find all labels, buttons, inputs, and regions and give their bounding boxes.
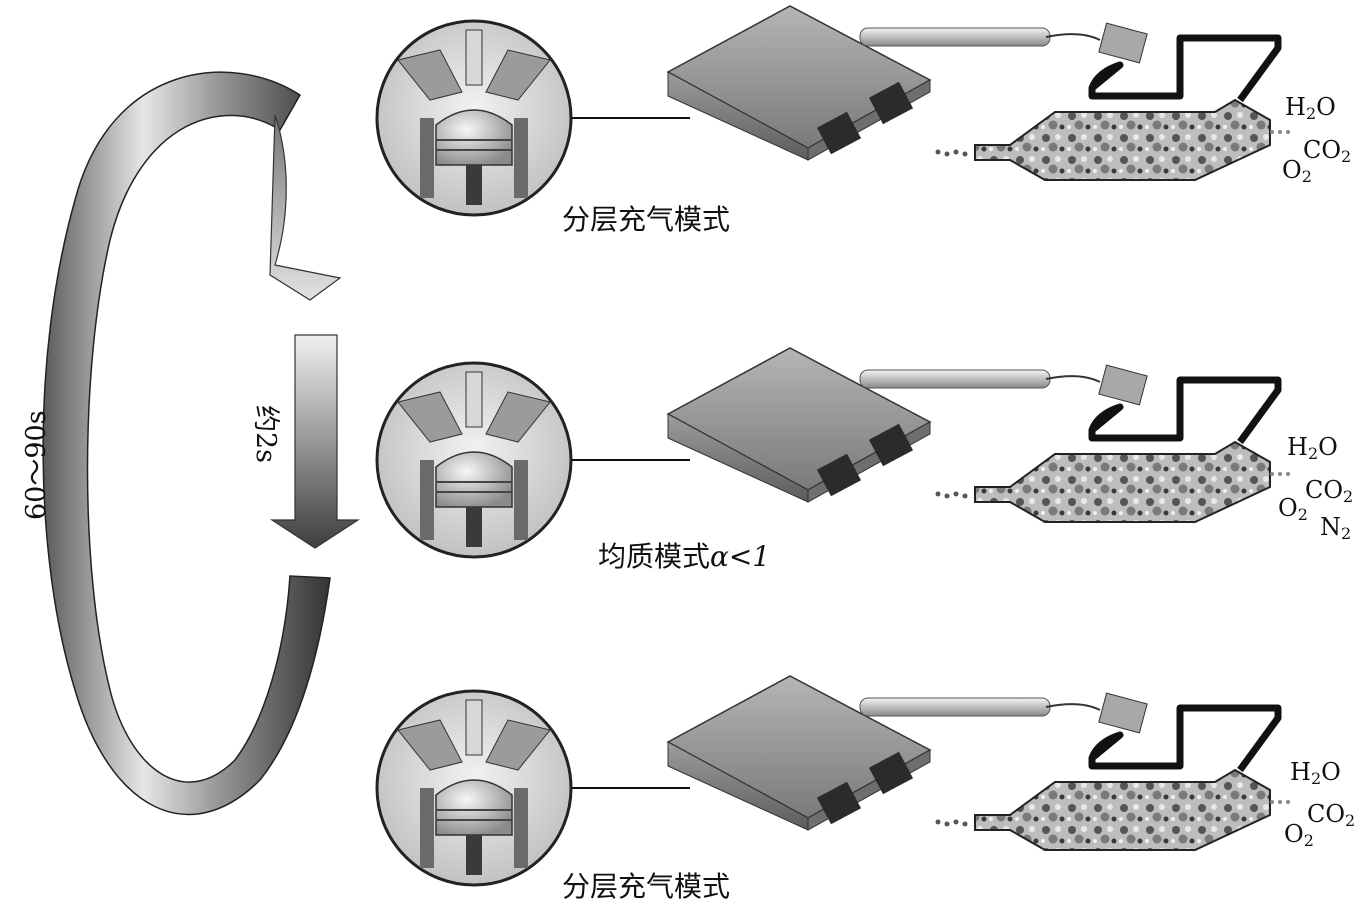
row2-caption-text: 均质模式 — [598, 540, 711, 573]
row2-exhaust-hose — [1088, 376, 1282, 445]
row2-gas-o2: O2 — [1278, 494, 1308, 524]
cycle-ring — [42, 71, 342, 816]
row3-sensor — [1098, 692, 1148, 734]
row3-caption-text: 分层充气模式 — [562, 870, 731, 903]
row3-caption: 分层充气模式 — [562, 865, 730, 905]
row2-gas-h2o: H2O — [1287, 433, 1338, 463]
cycle-duration-label: 60～90s — [21, 410, 52, 520]
row1-gas-co2: CO2 — [1303, 136, 1352, 166]
row2-caption: 均质模式α<1 — [598, 535, 770, 575]
row1-caption: 分层充气模式 — [562, 198, 730, 238]
switch-arrow — [269, 334, 361, 549]
row1-ecu-unit — [666, 5, 932, 161]
row2-group — [375, 347, 1290, 559]
row2-caption-suffix: α<1 — [710, 540, 771, 573]
row2-cable — [859, 369, 1051, 389]
row2-engine-cylinder — [375, 361, 573, 559]
row2-gas-co2: CO2 — [1305, 476, 1354, 506]
row3-cable — [859, 697, 1051, 717]
row3-group — [375, 675, 1290, 887]
row3-gas-co2: CO2 — [1307, 800, 1356, 830]
row3-ecu-unit — [666, 675, 932, 831]
row1-group — [375, 5, 1290, 217]
row1-catalytic-converter — [935, 98, 1290, 181]
row2-ecu-unit — [666, 347, 932, 503]
row3-catalytic-converter — [935, 768, 1290, 851]
row1-gas-h2o: H2O — [1285, 93, 1336, 123]
row3-exhaust-hose — [1088, 704, 1282, 773]
row2-gas-n2: N2 — [1320, 513, 1352, 543]
row3-engine-cylinder — [375, 689, 573, 887]
row1-gas-o2: O2 — [1282, 156, 1312, 186]
switch-duration-label: 约2s — [250, 405, 281, 464]
row1-engine-cylinder — [375, 19, 573, 217]
row3-gas-o2: O2 — [1284, 820, 1314, 850]
row3-gas-h2o: H2O — [1290, 758, 1341, 788]
row1-sensor — [1098, 22, 1148, 64]
row2-catalytic-converter — [935, 440, 1290, 523]
row1-exhaust-hose — [1088, 34, 1282, 103]
row1-caption-text: 分层充气模式 — [562, 203, 731, 236]
row1-cable — [859, 27, 1051, 47]
row2-sensor — [1098, 364, 1148, 406]
